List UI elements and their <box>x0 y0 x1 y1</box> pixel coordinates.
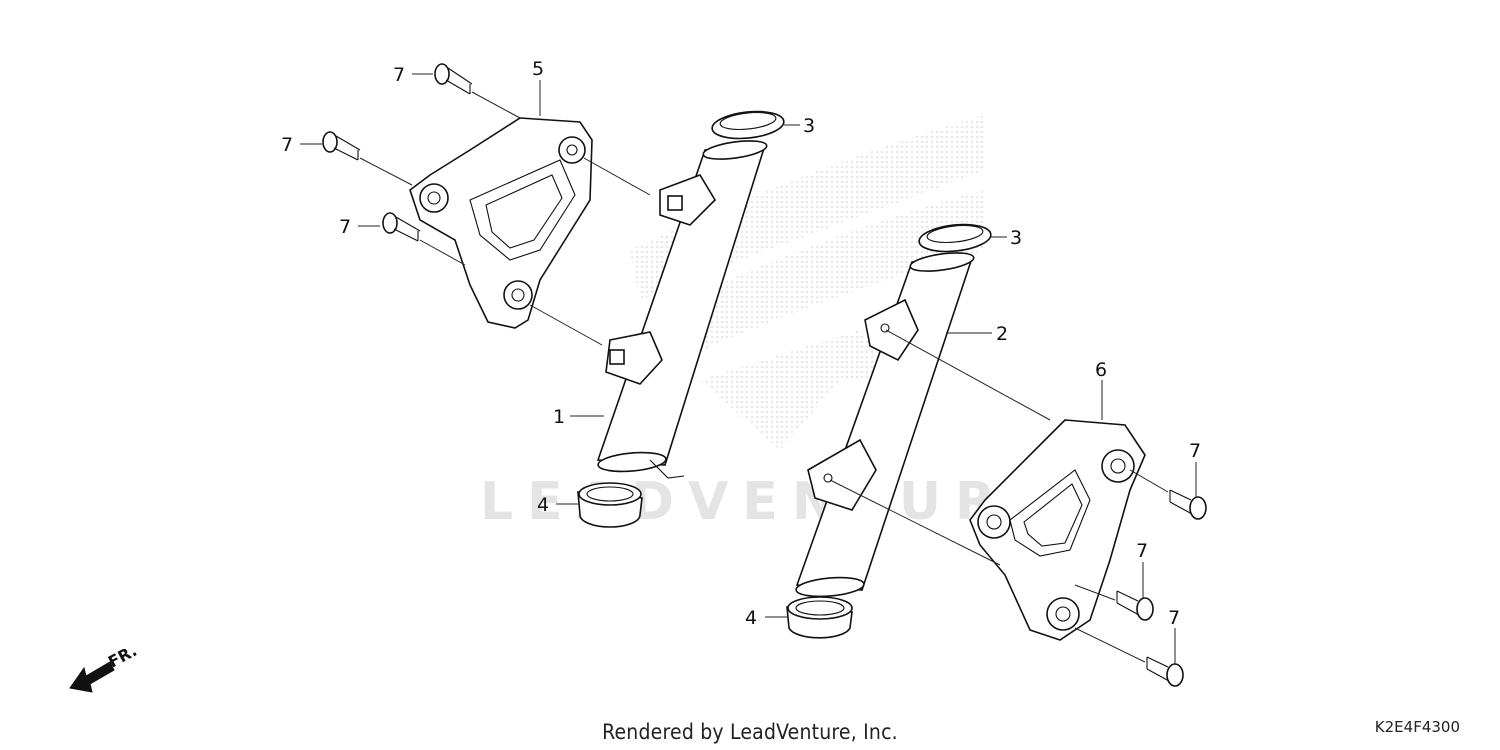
ring-right-part-4 <box>786 596 853 639</box>
front-arrow-icon <box>69 661 115 693</box>
callout-3-upper-left: 3 <box>803 115 815 137</box>
front-direction-indicator: FR. <box>69 641 140 693</box>
callout-leaders <box>300 73 1197 664</box>
callout-7-top-left: 7 <box>393 64 405 86</box>
cover-tube-left-part-1 <box>596 140 768 479</box>
callout-7-low-left: 7 <box>339 216 351 238</box>
screw-upper-right-part-7 <box>1169 489 1207 520</box>
callout-4-left: 4 <box>537 494 549 516</box>
callout-4-right: 4 <box>745 607 757 629</box>
callout-5: 5 <box>532 58 544 80</box>
callout-6: 6 <box>1095 359 1107 381</box>
callout-7-mid-left: 7 <box>281 134 293 156</box>
callout-7-upper-right: 7 <box>1189 440 1201 462</box>
rendered-by-credit: Rendered by LeadVenture, Inc. <box>602 720 898 744</box>
grommet-upper-right-part-3 <box>918 223 992 253</box>
callout-7-low-right: 7 <box>1168 607 1180 629</box>
callout-7-mid-right: 7 <box>1136 540 1148 562</box>
callout-2: 2 <box>996 323 1008 345</box>
bracket-left-part-5 <box>409 117 593 329</box>
callout-1: 1 <box>553 406 565 428</box>
callout-3-upper-right: 3 <box>1010 227 1022 249</box>
screw-low-right-part-7 <box>1146 656 1184 687</box>
diagram-code: K2E4F4300 <box>1374 718 1460 736</box>
screw-mid-right-part-7 <box>1116 590 1154 621</box>
screw-top-left-part-7 <box>434 63 473 95</box>
assembly-lines <box>359 91 1169 663</box>
ring-left-part-4 <box>577 482 643 528</box>
cover-tube-right-part-2 <box>795 252 975 598</box>
watermark-text: LEADVENTURE <box>480 472 1059 532</box>
wing-logo-watermark <box>630 115 985 450</box>
bracket-right-part-6 <box>969 419 1146 641</box>
screw-mid-left-part-7 <box>322 131 361 161</box>
screw-low-left-part-7 <box>382 212 421 242</box>
grommet-upper-left-part-3 <box>711 110 785 140</box>
